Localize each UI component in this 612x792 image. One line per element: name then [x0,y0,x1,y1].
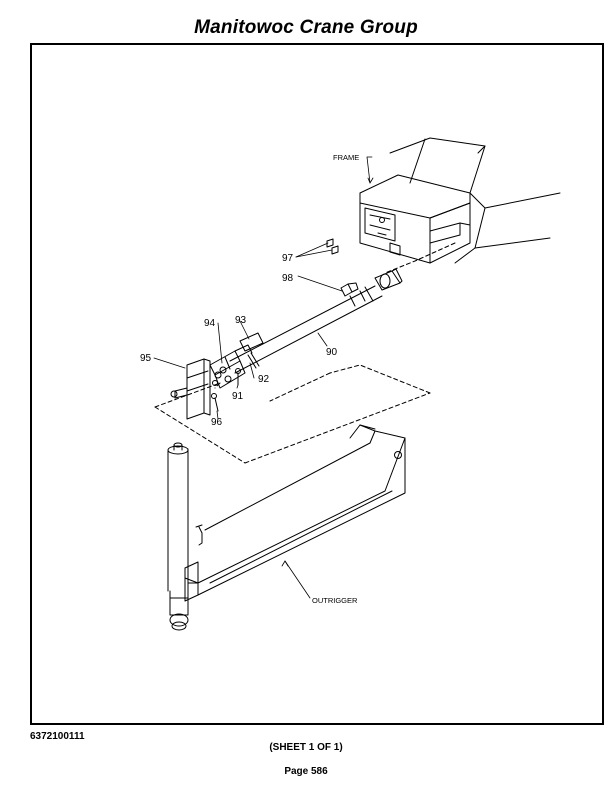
callout-98: 98 [282,273,294,284]
callout-97: 97 [282,253,294,264]
head-end-bracket [170,238,339,420]
parts-diagram: FRAME OUTRIGGER 90 91 92 93 94 95 96 97 … [140,137,561,631]
callout-93: 93 [235,315,247,326]
drawing-border [30,43,604,725]
cylinder-90 [229,268,403,374]
outrigger-assembly [167,424,406,631]
leader-lines [153,156,374,599]
page-number: Page 586 [284,766,328,777]
sheet-indicator: (SHEET 1 OF 1) [269,742,343,753]
callout-96: 96 [211,417,223,428]
callout-94: 94 [204,318,216,329]
callout-92: 92 [258,374,270,385]
callout-91: 91 [232,391,244,402]
document-number: 6372100111 [30,731,85,742]
callout-90: 90 [326,347,338,358]
callout-outrigger: OUTRIGGER [312,596,358,605]
dashed-envelope [154,364,431,464]
callout-95: 95 [140,353,152,364]
callout-frame: FRAME [333,153,359,162]
frame-assembly [359,137,561,274]
page-title: Manitowoc Crane Group [194,17,418,38]
